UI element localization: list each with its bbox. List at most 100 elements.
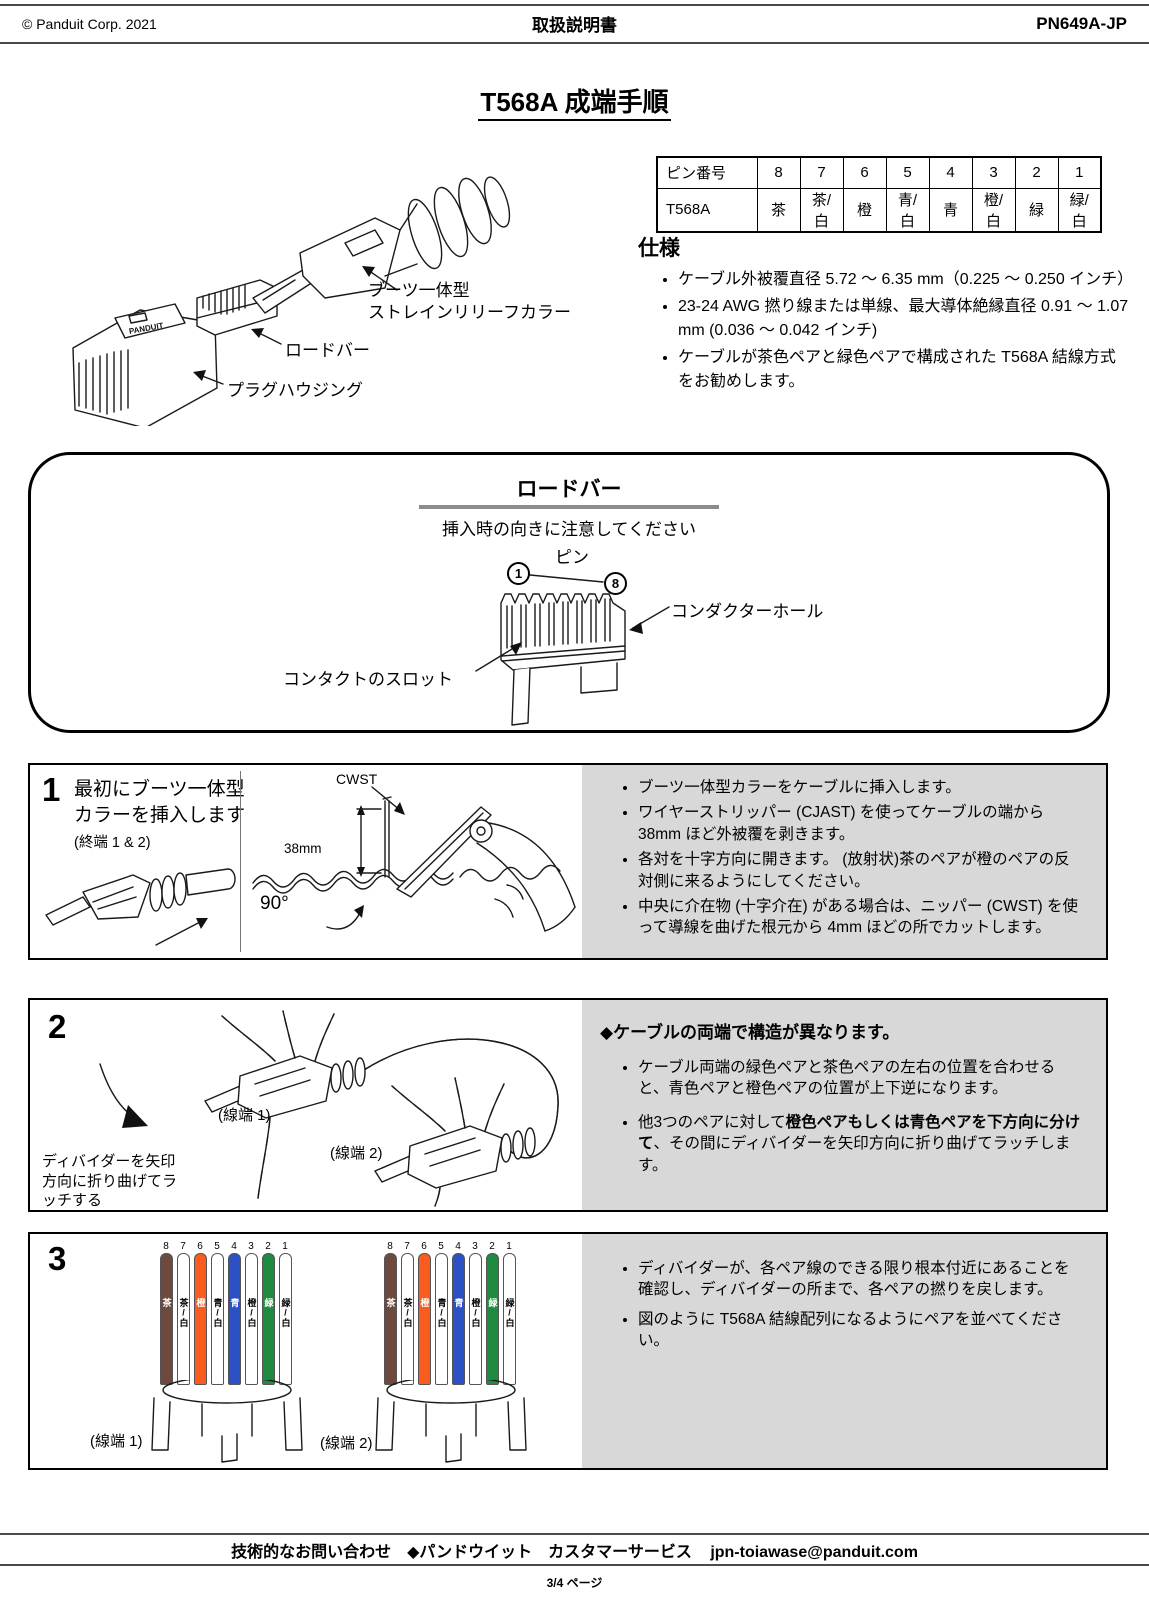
pin-cell: 8 [756,156,801,189]
footer-contact-line: 技術的なお問い合わせ ◆パンドウイット カスタマーサービス jpn-toiawa… [0,1538,1149,1562]
wire-label: 緑 [487,1298,498,1308]
wire-strip: 茶/白 [400,1253,414,1385]
wire-strip: 橙 [417,1253,431,1385]
spec-item: ケーブルが茶色ペアと緑色ペアで構成された T568A 結線方式をお勧めします。 [678,346,1130,394]
step-3-number: 3 [48,1240,67,1277]
pin-table-color-row: T568A 茶 茶/白 橙 青/白 青 橙/白 緑 緑/白 [656,187,1102,232]
step-1-note: (終端 1 & 2) [74,835,151,851]
wire-label: 橙 [195,1298,206,1308]
wire-number: 8 [163,1241,169,1252]
step-bullet: ディバイダーが、各ペア線のできる限り根本付近にあることを確認し、ディバイダーの所… [638,1258,1084,1301]
pin-cell: 6 [842,156,887,189]
angle-label: 90° [260,893,289,914]
pin-table-row-label: T568A [656,187,758,232]
step-bullet: ケーブル両端の緑色ペアと茶色ペアの左右の位置を合わせると、青色ペアと橙色ペアの位… [638,1057,1084,1100]
wire-label: 茶/白 [178,1298,189,1328]
wire-strip: 茶/白 [176,1253,190,1385]
wire-label: 茶 [161,1298,172,1308]
wire-label: 茶 [385,1298,396,1308]
wire-label: 緑/白 [280,1298,291,1328]
pin-cell: 1 [1057,156,1102,189]
wire-label: 緑 [263,1298,274,1308]
bullet-text: 他3つのペアに対して [638,1113,786,1131]
bullet-text: 、その間にディバイダーを矢印方向に折り曲げてラッチします。 [638,1135,1071,1174]
wire-number: 7 [180,1241,186,1252]
wire-strip: 橙/白 [468,1253,482,1385]
copyright-text: © Panduit Corp. 2021 [22,15,157,32]
wire-number: 1 [506,1241,512,1252]
doc-number: PN649A-JP [1036,13,1127,33]
connector-exploded-figure: PANDUIT ブーツ一体型 ストレインリリーフカラー ロードバー プラグハウジ… [45,148,637,429]
step-1-divider [240,771,241,952]
footer-contact-text: 技術的なお問い合わせ ◆パンドウイット カスタマーサービス [231,1544,692,1561]
wire-strip: 青/白 [434,1253,448,1385]
color-cell: 緑/白 [1057,187,1102,232]
color-cell: 茶 [756,187,801,232]
wire-strip: 橙/白 [244,1253,258,1385]
wire-number: 6 [197,1241,203,1252]
wire-strip: 緑 [261,1253,275,1385]
step-1-box: 1 最初にブーツ一体型カラーを挿入します (終端 1 & 2) CWST 38m… [28,763,1108,960]
doc-type-title: 取扱説明書 [532,16,617,35]
step-2-instructions: ◆ケーブルの両端で構造が異なります。 ケーブル両端の緑色ペアと茶色ペアの左右の位… [582,1000,1106,1210]
pin-1-badge: 1 [507,562,530,585]
wire-number: 3 [248,1241,254,1252]
step-1-connector-illustration [45,868,236,946]
wire-strip: 緑/白 [278,1253,292,1385]
wire-label: 青/白 [436,1298,447,1328]
wire-label: 青 [453,1298,464,1308]
wire-label: 橙/白 [246,1298,257,1328]
pin-cell: 5 [885,156,930,189]
pin-table: ピン番号 8 7 6 5 4 3 2 1 T568A 茶 茶/白 橙 青/白 青… [656,156,1102,233]
step-1-stripper-illustration [252,786,576,932]
step-1-instructions: ブーツ一体型カラーをケーブルに挿入します。 ワイヤーストリッパー (CJAST)… [582,765,1106,958]
step-bullet: ワイヤーストリッパー (CJAST) を使ってケーブルの端から 38mm ほど外… [638,802,1084,845]
step-3-instructions: ディバイダーが、各ペア線のできる限り根本付近にあることを確認し、ディバイダーの所… [582,1234,1106,1468]
strip-length-label: 38mm [284,841,322,856]
step-1-heading: 最初にブーツ一体型カラーを挿入します [74,779,246,826]
specs-list: ケーブル外被覆直径 5.72 ～ 6.35 mm（0.225 ～ 0.250 イ… [638,268,1133,394]
bullet-text-bold: 橙色ペアもしくは青色ペアを下方向に分けて [638,1113,1081,1153]
spec-item: ケーブル外被覆直径 5.72 ～ 6.35 mm（0.225 ～ 0.250 イ… [678,268,1133,292]
pin-cell: 3 [971,156,1016,189]
spec-item: 23-24 AWG 撚り線または単線、最大導体絶縁直径 0.91 ～ 1.07 … [678,295,1130,343]
step-2-side-note: ディバイダーを矢印方向に折り曲げてラッチする [42,1153,178,1209]
connector-exploded-illustration: PANDUIT [72,176,511,429]
step-3-bullet-list: ディバイダーが、各ペア線のできる限り根本付近にあることを確認し、ディバイダーの所… [612,1258,1084,1352]
cwst-tool-label: CWST [336,771,378,787]
wire-strip: 青/白 [210,1253,224,1385]
wire-number: 7 [404,1241,410,1252]
wire-label: 緑/白 [504,1298,515,1328]
wire-number: 8 [387,1241,393,1252]
wire-strip: 橙 [193,1253,207,1385]
wire-strip: 茶 [383,1253,397,1385]
wire-strip: 茶 [159,1253,173,1385]
wire-column: 3 橙/白 [243,1240,259,1385]
wire-strip: 緑/白 [502,1253,516,1385]
color-cell: 橙 [842,187,887,232]
wire-strip: 緑 [485,1253,499,1385]
pin-cell: 4 [928,156,973,189]
pin-table-header-label: ピン番号 [656,156,758,189]
wire-label: 橙 [419,1298,430,1308]
loadbar-label: ロードバー [285,341,370,360]
cable-end-2-label: (線端 2) [320,1435,373,1452]
page-number: 3/4 ページ [546,1576,603,1590]
wire-number: 3 [472,1241,478,1252]
wire-number: 4 [455,1241,461,1252]
wire-column: 7 茶/白 [175,1240,191,1385]
color-cell: 青 [928,187,973,232]
cable-end-2-label: (線端 2) [330,1145,383,1162]
page-title: T568A 成端手順 [0,82,1149,121]
pin-8-badge: 8 [604,572,627,595]
